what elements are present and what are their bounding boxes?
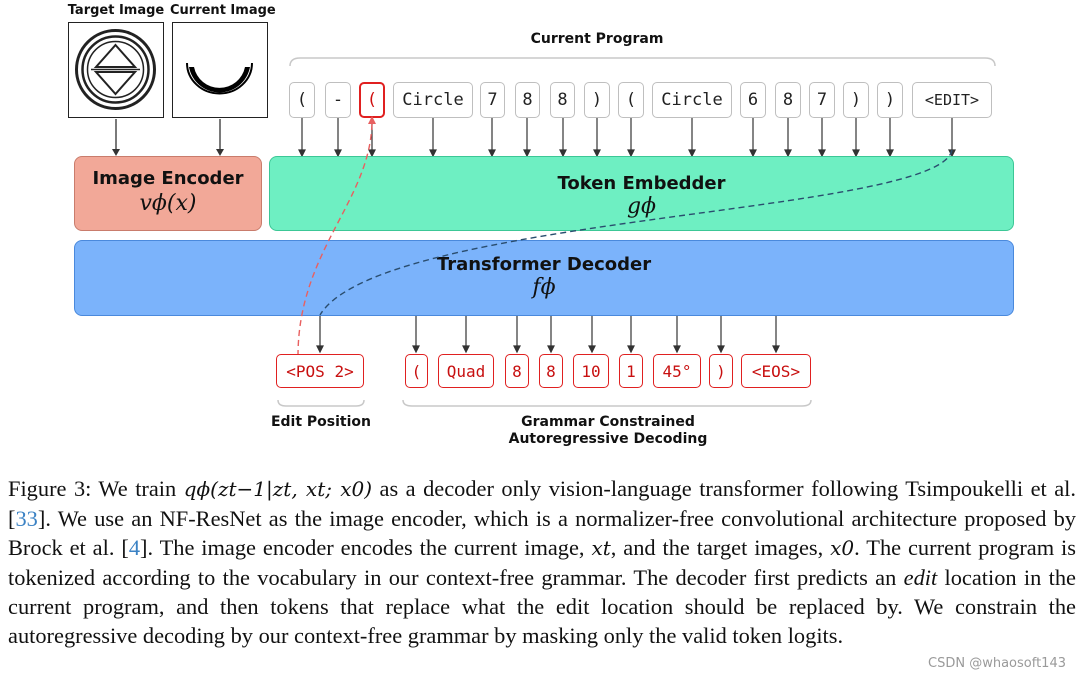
input-token: ) [584,82,610,118]
output-token: Quad [438,354,494,388]
watermark: CSDN @whaosoft143 [928,656,1066,671]
output-token: 45° [653,354,701,388]
token-embedder-block: Token Embedder gϕ [269,156,1014,231]
input-token: 6 [740,82,766,118]
input-token: 8 [775,82,801,118]
input-token: Circle [393,82,473,118]
input-token: Circle [652,82,732,118]
image-encoder-title: Image Encoder [92,168,244,189]
grammar-label-line2: Autoregressive Decoding [508,431,708,447]
transformer-decoder-title: Transformer Decoder [436,254,652,275]
image-encoder-block: Image Encoder vϕ(x) [74,156,262,231]
current-shape-icon [186,62,253,95]
caption-math-xt: xt [591,536,611,560]
token-arrows [298,118,956,158]
caption-part6: location in the current program, and the… [8,565,1076,648]
figure-caption: Figure 3: We train qϕ(zt−1|zt, xt; x0) a… [8,474,1076,650]
current-image [172,22,268,118]
input-token: 7 [480,82,505,118]
input-token: 7 [809,82,835,118]
transformer-decoder-math: fϕ [532,275,556,300]
target-shape-icon [75,29,156,110]
citation-link-4[interactable]: 4 [128,535,141,560]
output-token: 8 [505,354,529,388]
input-token: - [325,82,351,118]
current-program-label: Current Program [530,31,664,47]
input-token: ) [877,82,903,118]
edit-position-token: <POS 2> [276,354,364,388]
edit-position-bracket [277,399,365,407]
caption-part3: ]. The image encoder encodes the current… [140,535,585,560]
output-token: ) [709,354,733,388]
grammar-bracket [402,399,812,407]
image-encoder-math: vϕ(x) [139,191,197,216]
citation-link-33[interactable]: 33 [15,506,38,531]
caption-part5: . The current program is tokenized accor… [8,535,1076,590]
caption-part2: ]. We use an NF-ResNet as the image enco… [8,506,1076,560]
current-program-bracket [289,57,996,67]
caption-math-x0: x0 [830,536,855,560]
token-embedder-math: gϕ [626,194,657,219]
current-image-label: Current Image [170,3,276,18]
target-image [68,22,164,118]
input-token: ( [289,82,315,118]
output-token: ( [405,354,428,388]
transformer-decoder-block: Transformer Decoder fϕ [74,240,1014,316]
output-arrows [316,316,780,354]
input-token: ( [618,82,644,118]
target-image-label: Target Image [67,3,165,18]
token-embedder-title: Token Embedder [557,173,726,194]
input-token: 8 [550,82,575,118]
caption-math-q: qϕ(zt−1|zt, xt; x0) [183,477,373,501]
caption-part1: as a decoder only vision-language transf… [8,476,1076,531]
output-token-eos: <EOS> [741,354,811,388]
output-token: 8 [539,354,563,388]
input-token-edit: <EDIT> [912,82,992,118]
caption-prefix: Figure 3: We train [8,476,177,501]
input-token: 8 [515,82,540,118]
edit-position-label: Edit Position [270,414,372,430]
caption-em-edit: edit [903,565,938,590]
input-token: ) [843,82,869,118]
grammar-label-line1: Grammar Constrained [521,414,695,430]
output-token: 1 [619,354,643,388]
output-token: 10 [573,354,609,388]
input-token-highlighted: ( [359,82,385,118]
caption-part4: , and the target images, [610,535,824,560]
